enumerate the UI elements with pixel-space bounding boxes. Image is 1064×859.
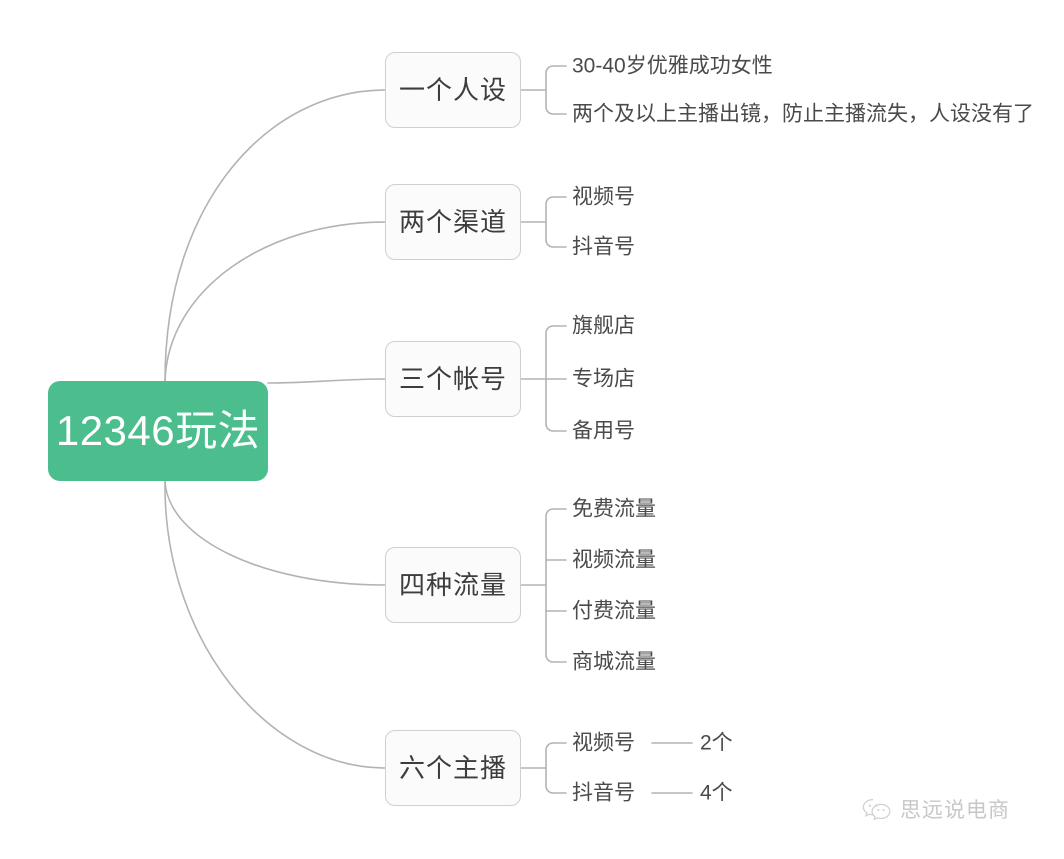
leaf-branch-1-child-2: 两个及以上主播出镜，防止主播流失，人设没有了 <box>572 102 1034 126</box>
edge-root-to-branch-4 <box>164 480 386 586</box>
leaf-branch-4-child-3: 付费流量 <box>572 599 656 623</box>
edge-root-to-branch-1 <box>164 89 386 382</box>
wechat-icon <box>862 798 891 821</box>
edge-branch-3-spine <box>545 325 554 432</box>
edge-branch-1-spine <box>545 65 554 115</box>
branch-node-3-label: 三个帐号 <box>398 364 507 394</box>
branch-node-4[interactable]: 四种流量 <box>385 547 521 623</box>
branch-node-4-label: 四种流量 <box>398 570 507 600</box>
branch-node-5[interactable]: 六个主播 <box>385 730 521 806</box>
leaf-branch-2-child-1: 视频号 <box>572 185 635 209</box>
leaf-branch-4-child-4: 商城流量 <box>572 650 656 674</box>
leaf-branch-5-child-1: 视频号 <box>572 731 635 755</box>
leaf-branch-1-child-1: 30-40岁优雅成功女性 <box>572 54 773 78</box>
branch-node-3[interactable]: 三个帐号 <box>385 341 521 417</box>
leaf-branch-4-child-1: 免费流量 <box>572 497 656 521</box>
edge-branch-2-spine <box>545 196 554 248</box>
leaf-branch-5-child-2: 抖音号 <box>572 781 635 805</box>
edge-root-to-branch-2 <box>164 221 386 382</box>
branch-node-2-label: 两个渠道 <box>398 207 507 237</box>
branch-node-2[interactable]: 两个渠道 <box>385 184 521 260</box>
watermark-text: 思远说电商 <box>900 798 1010 822</box>
leaf-branch-5-child-2-count: 4个 <box>700 781 733 805</box>
watermark: 思远说电商 <box>862 797 1010 823</box>
leaf-branch-2-child-2: 抖音号 <box>572 235 635 259</box>
leaf-branch-3-child-3: 备用号 <box>572 419 635 443</box>
leaf-branch-5-child-1-count: 2个 <box>700 731 733 755</box>
edge-branch-5-spine <box>545 742 554 794</box>
leaf-branch-3-child-1: 旗舰店 <box>572 314 635 338</box>
leaf-branch-4-child-2: 视频流量 <box>572 548 656 572</box>
root-node-label: 12346玩法 <box>55 407 261 454</box>
branch-node-1-label: 一个人设 <box>398 75 507 105</box>
leaf-branch-3-child-2: 专场店 <box>572 367 635 391</box>
edge-root-to-branch-5 <box>164 480 386 769</box>
branch-node-5-label: 六个主播 <box>398 753 507 783</box>
edge-branch-4-spine <box>545 508 554 663</box>
root-node[interactable]: 12346玩法 <box>48 381 268 481</box>
edge-root-to-branch-3 <box>267 378 386 384</box>
branch-node-1[interactable]: 一个人设 <box>385 52 521 128</box>
